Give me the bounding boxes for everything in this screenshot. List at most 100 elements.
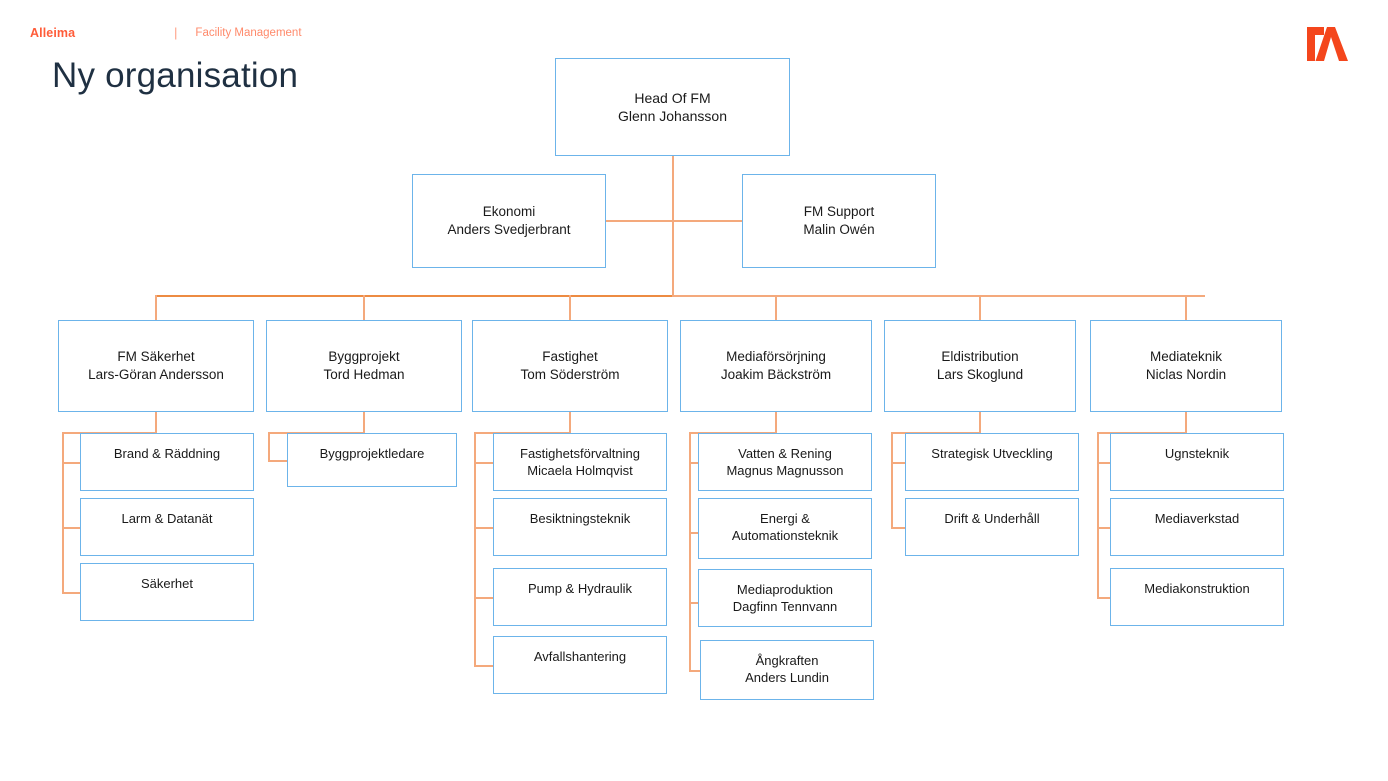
- node-person: Glenn Johansson: [618, 108, 727, 124]
- node-drift-underhall[interactable]: Drift & Underhåll: [905, 498, 1079, 556]
- connector-c5-stub-1: [891, 462, 911, 464]
- connector-c6-stub-3: [1097, 597, 1117, 599]
- connector-c6-stub-1: [1097, 462, 1117, 464]
- node-title-line2: Automationsteknik: [731, 528, 839, 544]
- node-title: Vatten & Rening: [738, 446, 832, 461]
- node-title: Eldistribution: [941, 349, 1019, 365]
- node-ekonomi[interactable]: Ekonomi Anders Svedjerbrant: [412, 174, 606, 268]
- node-strategisk-utveckling[interactable]: Strategisk Utveckling: [905, 433, 1079, 491]
- node-title: Drift & Underhåll: [944, 511, 1040, 526]
- brand-name: Alleima: [30, 26, 76, 40]
- node-mediakonstruktion[interactable]: Mediakonstruktion: [1110, 568, 1284, 626]
- node-title: Avfallshantering: [533, 649, 627, 664]
- node-vatten-rening[interactable]: Vatten & Rening Magnus Magnusson: [698, 433, 872, 491]
- connector-c6-stem: [1185, 411, 1187, 433]
- node-fm-sakerhet[interactable]: FM Säkerhet Lars-Göran Andersson: [58, 320, 254, 412]
- connector-c1-trunk: [62, 432, 64, 592]
- header-divider: |: [174, 26, 178, 40]
- connector-drop-dept-2: [363, 295, 365, 321]
- node-person: Niclas Nordin: [1145, 367, 1227, 382]
- node-person: Lars Skoglund: [936, 367, 1024, 382]
- connector-c3-stub-1: [474, 462, 494, 464]
- connector-c2-trunk: [268, 432, 270, 461]
- node-person: Malin Owén: [803, 222, 875, 237]
- connector-c3-stub-2: [474, 527, 494, 529]
- node-title: Ekonomi: [482, 204, 536, 220]
- node-pump-hydraulik[interactable]: Pump & Hydraulik: [493, 568, 667, 626]
- node-person: Tom Söderström: [520, 367, 620, 382]
- node-mediaproduktion[interactable]: Mediaproduktion Dagfinn Tennvann: [698, 569, 872, 627]
- connector-drop-dept-6: [1185, 295, 1187, 321]
- node-title: Fastighet: [542, 349, 598, 365]
- node-energi-automationsteknik[interactable]: Energi & Automationsteknik: [698, 498, 872, 559]
- connector-c6-stub-2: [1097, 527, 1117, 529]
- connector-c1-stub-1: [62, 462, 82, 464]
- node-avfallshantering[interactable]: Avfallshantering: [493, 636, 667, 694]
- node-title: Mediakonstruktion: [1144, 581, 1250, 596]
- connector-staff-crossbar: [606, 220, 744, 222]
- node-person: Lars-Göran Andersson: [88, 367, 224, 382]
- connector-c5-stem: [979, 411, 981, 433]
- node-mediaverkstad[interactable]: Mediaverkstad: [1110, 498, 1284, 556]
- node-angkraften[interactable]: Ångkraften Anders Lundin: [700, 640, 874, 700]
- node-title: Larm & Datanät: [121, 511, 213, 526]
- connector-c5-trunk: [891, 432, 893, 528]
- node-person: Tord Hedman: [323, 367, 405, 382]
- connector-c3-stub-3: [474, 597, 494, 599]
- node-mediateknik[interactable]: Mediateknik Niclas Nordin: [1090, 320, 1282, 412]
- node-person: Anders Svedjerbrant: [447, 222, 571, 237]
- connector-c3-trunk: [474, 432, 476, 666]
- node-title: Pump & Hydraulik: [527, 581, 633, 596]
- node-title: Mediaförsörjning: [726, 349, 826, 365]
- connector-c6-trunk: [1097, 432, 1099, 597]
- connector-drop-dept-1: [155, 295, 157, 321]
- connector-c4-trunk: [689, 432, 691, 670]
- node-title: Byggprojektledare: [319, 446, 425, 461]
- connector-c5-stub-2: [891, 527, 911, 529]
- node-title: Brand & Räddning: [113, 446, 221, 461]
- node-fastighetsforvaltning[interactable]: Fastighetsförvaltning Micaela Holmqvist: [493, 433, 667, 491]
- node-byggprojekt[interactable]: Byggprojekt Tord Hedman: [266, 320, 462, 412]
- node-ugnsteknik[interactable]: Ugnsteknik: [1110, 433, 1284, 491]
- node-title: Mediaproduktion: [736, 582, 834, 597]
- connector-drop-dept-4: [775, 295, 777, 321]
- node-eldistribution[interactable]: Eldistribution Lars Skoglund: [884, 320, 1076, 412]
- node-title: Ångkraften: [755, 653, 819, 668]
- node-besiktningsteknik[interactable]: Besiktningsteknik: [493, 498, 667, 556]
- connector-c4-stub-4: [689, 670, 709, 672]
- node-title: Fastighetsförvaltning: [520, 446, 640, 461]
- node-title: Mediateknik: [1149, 349, 1223, 365]
- node-title: Byggprojekt: [328, 349, 400, 365]
- node-head-of-fm[interactable]: Head Of FM Glenn Johansson: [555, 58, 790, 156]
- connector-root-trunk: [672, 155, 674, 296]
- node-fm-support[interactable]: FM Support Malin Owén: [742, 174, 936, 268]
- node-title: Säkerhet: [140, 576, 194, 591]
- node-title: Strategisk Utveckling: [931, 446, 1053, 461]
- connector-c1-stub-2: [62, 527, 82, 529]
- node-brand-raddning[interactable]: Brand & Räddning: [80, 433, 254, 491]
- connector-drop-dept-3: [569, 295, 571, 321]
- page-title: Ny organisation: [52, 56, 299, 95]
- node-person: Dagfinn Tennvann: [732, 599, 838, 615]
- node-title: Mediaverkstad: [1154, 511, 1240, 526]
- node-person: Joakim Bäckström: [720, 367, 832, 382]
- connector-c2-stub-1: [268, 460, 288, 462]
- node-title: Besiktningsteknik: [529, 511, 631, 526]
- brand-header: Alleima | Facility Management: [30, 24, 302, 42]
- node-person: Micaela Holmqvist: [527, 463, 633, 479]
- node-title: FM Säkerhet: [117, 349, 195, 365]
- connector-c3-stub-4: [474, 665, 494, 667]
- node-mediaforsorjning[interactable]: Mediaförsörjning Joakim Bäckström: [680, 320, 872, 412]
- connector-c3-stem: [569, 411, 571, 433]
- connector-c2-stem: [363, 411, 365, 433]
- node-title: Ugnsteknik: [1164, 446, 1230, 461]
- node-title: Head Of FM: [634, 89, 711, 106]
- node-larm-datanat[interactable]: Larm & Datanät: [80, 498, 254, 556]
- node-person: Magnus Magnusson: [726, 463, 844, 479]
- header-subtitle: Facility Management: [195, 27, 302, 39]
- connector-level3-bus-right: [672, 295, 1205, 297]
- node-title: Energi &: [760, 511, 810, 526]
- node-byggprojektledare[interactable]: Byggprojektledare: [287, 433, 457, 487]
- node-fastighet[interactable]: Fastighet Tom Söderström: [472, 320, 668, 412]
- node-sakerhet[interactable]: Säkerhet: [80, 563, 254, 621]
